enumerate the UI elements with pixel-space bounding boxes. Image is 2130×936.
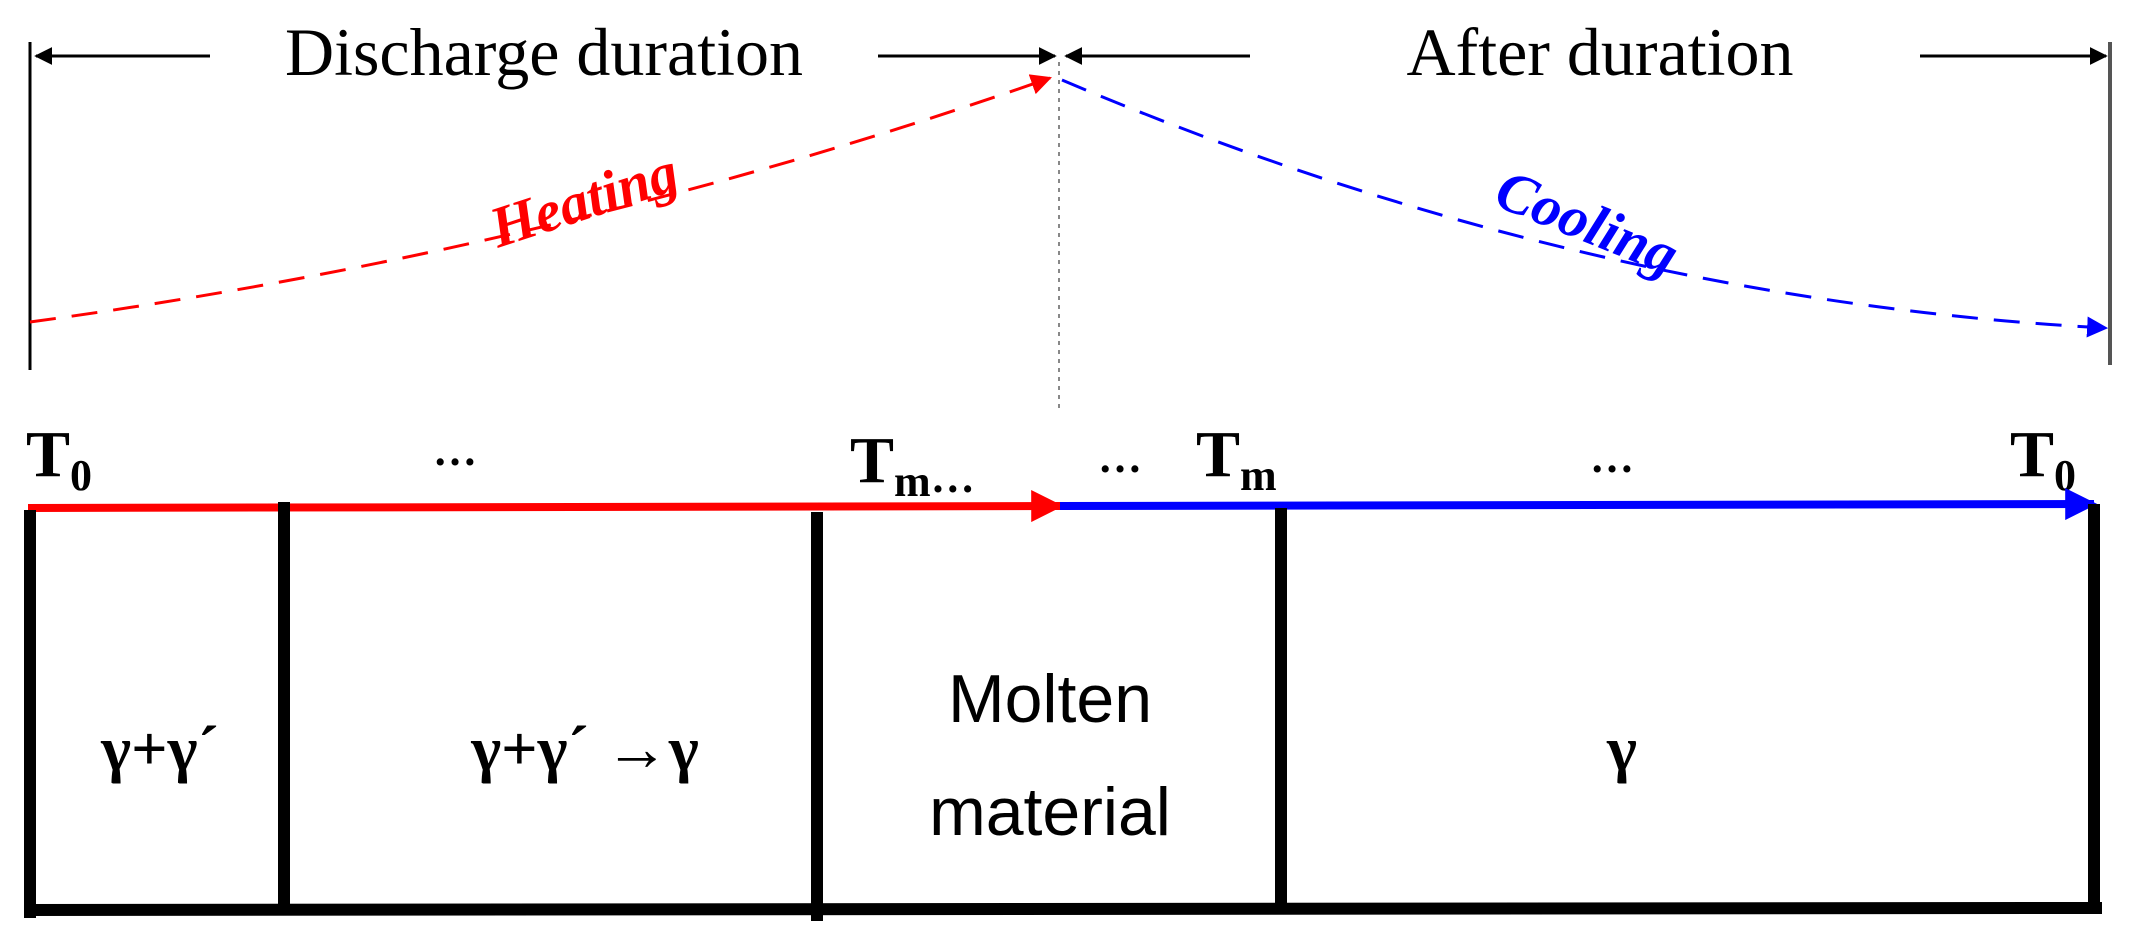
tm-left-label: Tm… [850, 424, 975, 506]
t0-right-label: T0 [2010, 418, 2076, 500]
box-bottom-edge [23, 901, 2103, 917]
cooling-timeline-arrow [1059, 488, 2098, 521]
cooling-curve [1061, 78, 2109, 338]
after-duration-label: After duration [1406, 14, 1793, 90]
ellipsis-1: … [433, 426, 477, 475]
phase-label-gamma-transition: γ+γ´ →γ [470, 713, 699, 784]
heating-curve [29, 74, 1052, 324]
ellipsis-2: … [1098, 433, 1142, 482]
heating-timeline-arrow [27, 490, 1064, 523]
cooling-label: Cooling [1487, 156, 1688, 288]
discharge-duration-label: Discharge duration [285, 14, 803, 90]
phase-label-gamma: γ [1606, 713, 1637, 784]
heating-label: Heating [481, 139, 686, 261]
phase-label-gamma-gamma-prime: γ+γ´ [100, 713, 219, 784]
tm-right-label: Tm [1196, 418, 1277, 500]
t0-left-label: T0 [26, 418, 92, 500]
phase-label-molten-line-2: material [929, 774, 1171, 850]
phase-boxes [23, 502, 2103, 921]
phase-label-molten-line-1: Molten [948, 661, 1152, 737]
ellipsis-3: … [1590, 433, 1634, 482]
